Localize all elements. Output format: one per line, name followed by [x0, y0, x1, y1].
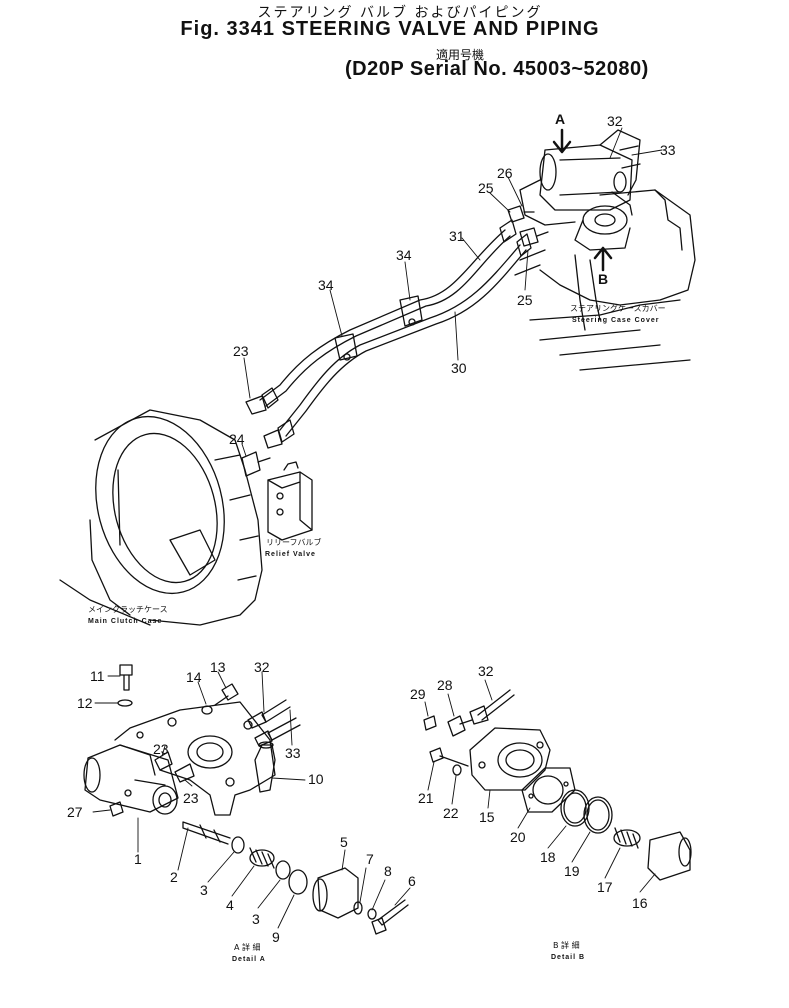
steering-case-cover-caption: Steering Case Cover	[572, 317, 659, 324]
callout-32: 32	[254, 659, 270, 675]
callout-32: 32	[607, 113, 623, 129]
callout-34: 34	[318, 277, 334, 293]
view-arrow-a: A	[552, 111, 572, 154]
main-clutch-case-caption-jp: メインクラッチケース	[88, 605, 168, 614]
callout-4: 4	[226, 897, 234, 913]
callout-25: 25	[478, 180, 494, 196]
callout-3: 3	[252, 911, 260, 927]
steering-case-cover	[514, 189, 696, 371]
steering-valve-assembly	[519, 129, 641, 251]
main-clutch-case	[59, 409, 263, 626]
callout-29: 29	[410, 686, 426, 702]
callout-11: 11	[90, 668, 105, 684]
callout-22: 22	[443, 805, 459, 821]
callout-21: 21	[418, 790, 434, 806]
callout-23: 23	[233, 343, 249, 359]
detail-b-caption: Detail B	[551, 954, 585, 961]
callout-27: 27	[67, 804, 83, 820]
elbow-24	[241, 451, 271, 477]
callout-24: 24	[229, 431, 245, 447]
detail-a-caption-jp: A 詳 細	[234, 942, 261, 952]
callout-28: 28	[437, 677, 453, 693]
relief-valve-caption-jp: リリーフバルブ	[266, 537, 322, 547]
detail-a-caption: Detail A	[232, 956, 266, 963]
callout-23: 23	[153, 741, 169, 757]
callout-numbers: 32 33 26 25 31 34 34 25 30 23 24 11 12 1…	[67, 113, 676, 945]
callout-2: 2	[170, 869, 178, 885]
relief-valve	[267, 461, 313, 541]
callout-18: 18	[540, 849, 556, 865]
callout-23: 23	[183, 790, 199, 806]
pressure-tubes	[245, 219, 532, 449]
callout-16: 16	[632, 895, 648, 911]
callout-6: 6	[408, 873, 416, 889]
leader-lines	[92, 127, 663, 929]
callout-32: 32	[478, 663, 494, 679]
callout-20: 20	[510, 829, 526, 845]
captions: ステアリングケースカバー Steering Case Cover リリーフバルブ…	[88, 303, 666, 963]
callout-31: 31	[449, 228, 465, 244]
callout-9: 9	[272, 929, 280, 945]
callout-8: 8	[384, 863, 392, 879]
marker-b-label: B	[598, 271, 608, 287]
callout-15: 15	[479, 809, 495, 825]
callout-1: 1	[134, 851, 142, 867]
callout-33: 33	[285, 745, 301, 761]
callout-19: 19	[564, 863, 580, 879]
serial-range: (D20P Serial No. 45003~52080)	[345, 58, 649, 80]
marker-a-label: A	[555, 111, 565, 127]
view-arrow-b: B	[593, 246, 613, 287]
main-clutch-case-caption: Main Clutch Case	[88, 618, 162, 625]
callout-34: 34	[396, 247, 412, 263]
figure-title: Fig. 3341 STEERING VALVE AND PIPING	[180, 18, 600, 40]
callout-33: 33	[660, 142, 676, 158]
callout-10: 10	[308, 771, 324, 787]
callout-26: 26	[497, 165, 513, 181]
callout-14: 14	[186, 669, 202, 685]
detail-b-caption-jp: B 詳 細	[553, 940, 580, 950]
relief-valve-caption: Relief Valve	[265, 551, 316, 558]
title-japanese: ステアリング バルブ およびパイピング	[257, 5, 543, 21]
callout-25: 25	[517, 292, 533, 308]
callout-12: 12	[77, 695, 93, 711]
applicable-label-japanese: 適用号機	[435, 48, 484, 62]
callout-5: 5	[340, 834, 348, 850]
callout-13: 13	[210, 659, 226, 675]
steering-case-cover-caption-jp: ステアリングケースカバー	[570, 303, 666, 313]
callout-30: 30	[451, 360, 467, 376]
elbow-fittings	[507, 205, 549, 247]
detail-a	[83, 664, 409, 935]
detail-b	[423, 689, 692, 881]
callout-17: 17	[597, 879, 613, 895]
callout-3: 3	[200, 882, 208, 898]
callout-7: 7	[366, 851, 374, 867]
